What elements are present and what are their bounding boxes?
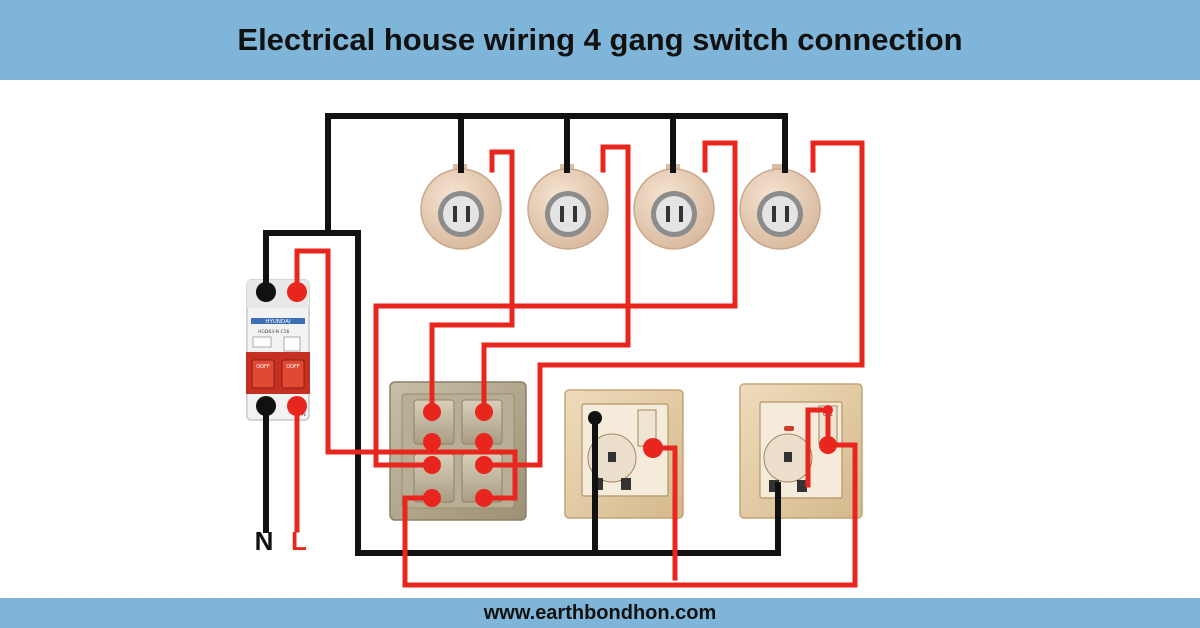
breaker-live-out-terminal bbox=[287, 396, 307, 416]
live-switch-4-to-bulb-4 bbox=[481, 140, 865, 468]
breaker-off-label-1: OOFF bbox=[256, 364, 270, 370]
live-socket-2-top bbox=[805, 407, 831, 488]
live-wire-breaker-in-loop bbox=[294, 248, 518, 501]
title-banner: Electrical house wiring 4 gang switch co… bbox=[0, 0, 1200, 80]
breaker-off-label-2: OOFF bbox=[286, 364, 300, 370]
switch-4-terminal-bottom bbox=[475, 489, 493, 507]
live-label: L bbox=[291, 526, 307, 556]
bulb-holder-1 bbox=[420, 164, 502, 250]
breaker-model: HGD63-N C16 bbox=[258, 329, 289, 335]
bulb-holder-4 bbox=[739, 164, 821, 250]
footer-banner: www.earthbondhon.com bbox=[0, 598, 1200, 628]
socket-1-neutral-terminal bbox=[588, 411, 602, 425]
socket-2-switch-terminal bbox=[823, 405, 833, 415]
breaker-pole-mark: N bbox=[302, 412, 306, 418]
breaker-brand: HYUNDAI bbox=[265, 319, 291, 325]
footer-url: www.earthbondhon.com bbox=[483, 601, 717, 624]
live-switch-2-to-bulb-2 bbox=[481, 144, 631, 415]
switch-3-terminal-bottom bbox=[423, 489, 441, 507]
breaker-neutral-in-terminal bbox=[256, 282, 276, 302]
live-switch-bus bbox=[402, 442, 858, 588]
switch-1-terminal-top bbox=[423, 403, 441, 421]
socket-outlet-1 bbox=[564, 389, 684, 519]
breaker-live-in-terminal bbox=[287, 282, 307, 302]
switch-2-terminal-bottom bbox=[475, 433, 493, 451]
bulb-holder-2 bbox=[527, 164, 609, 250]
neutral-wire-ring bbox=[325, 113, 788, 236]
page-title: Electrical house wiring 4 gang switch co… bbox=[237, 22, 963, 57]
socket-1-live-terminal bbox=[643, 438, 663, 458]
switch-3-terminal-top bbox=[423, 456, 441, 474]
switch-2-terminal-top bbox=[475, 403, 493, 421]
neutral-label: N bbox=[255, 526, 274, 556]
live-switch-1-to-bulb-1 bbox=[429, 149, 515, 415]
live-switch-3-to-bulb-3 bbox=[373, 140, 738, 468]
socket-outlet-2: O/1 bbox=[739, 383, 863, 519]
switch-1-terminal-bottom bbox=[423, 433, 441, 451]
socket-2-live-terminal bbox=[819, 436, 837, 454]
bulb-holder-3 bbox=[633, 164, 715, 250]
neutral-wire-main-bus bbox=[263, 230, 781, 556]
breaker-neutral-out-terminal bbox=[256, 396, 276, 416]
switch-4-terminal-top bbox=[475, 456, 493, 474]
